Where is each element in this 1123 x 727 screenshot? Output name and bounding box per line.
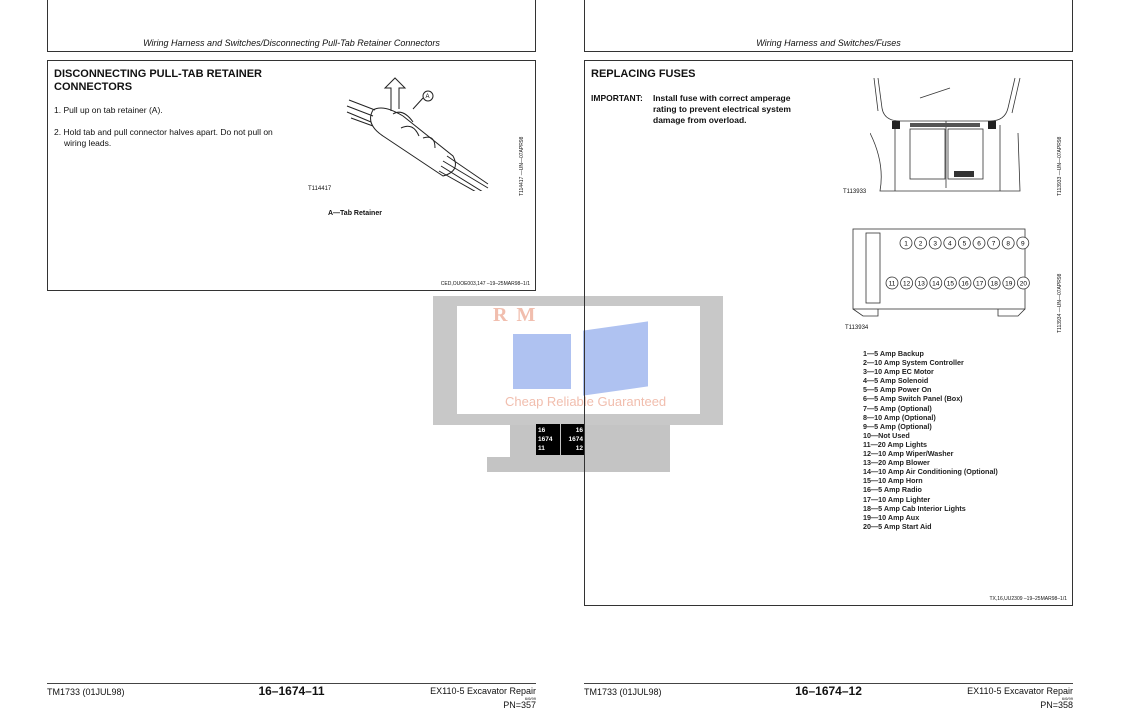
left-footer-page: 16–1674–11 [258, 684, 325, 698]
left-content-box: DISCONNECTING PULL-TAB RETAINER CONNECTO… [47, 60, 536, 291]
fuse-list-item: 14—10 Amp Air Conditioning (Optional) [863, 467, 998, 477]
fuse-list-item: 5—5 Amp Power On [863, 385, 932, 395]
fuse-slot [972, 236, 986, 250]
fuse-slot [885, 276, 899, 290]
watermark-monitor: R M Cheap Reliable Guaranteed [433, 296, 723, 425]
fuse-list-item: 17—10 Amp Lighter [863, 494, 931, 504]
right-page-header: Wiring Harness and Switches/Fuses [584, 0, 1073, 52]
fuse-number: 15 [947, 281, 955, 288]
fuse-slot [1001, 236, 1015, 250]
fuse-slot [1016, 276, 1030, 290]
figure2-side-label: T113934 —UN—07APR98 [1057, 273, 1063, 333]
fuse-list-item: 4—5 Amp Solenoid [863, 376, 929, 386]
fuse-list-item: 7—5 Amp (Optional) [863, 403, 932, 413]
document-icon [583, 321, 648, 396]
fuse-slot [987, 276, 1001, 290]
figure1-id: T113933 [843, 189, 867, 195]
fuse-number: 13 [918, 281, 926, 288]
left-header-text: Wiring Harness and Switches/Disconnectin… [143, 38, 440, 48]
fuse-list-item: 19—10 Amp Aux [863, 512, 920, 522]
fuse-number: 11 [889, 281, 896, 288]
figure2-id: T113934 [845, 325, 869, 331]
left-footer-manual: TM1733 (01JUL98) [47, 687, 125, 697]
fuse-slot [900, 276, 913, 290]
fuse-slot [944, 276, 957, 290]
fuse-number: 4 [948, 241, 952, 248]
fuse-list-item: 2—10 Amp System Controller [863, 358, 964, 368]
fuse-list-item: 3—10 Amp EC Motor [863, 367, 934, 377]
fuse-list-item: 11—20 Amp Lights [863, 439, 928, 449]
fuse-slot [973, 276, 987, 290]
fuse-slot [943, 236, 957, 250]
left-doc-ref: CED,OUOE003,147 –19–25MAR98–1/1 [440, 281, 530, 287]
fuse-number: 12 [903, 281, 911, 288]
fuse-list-item: 10—Not Used [863, 430, 910, 440]
right-footer-page: 16–1674–12 [795, 684, 862, 698]
fuse-slot [914, 236, 927, 250]
fuse-number: 7 [992, 241, 996, 248]
right-doc-ref: TX,16,UU2309 –19–25MAR98–1/1 [989, 596, 1067, 602]
fuse-list-item: 12—10 Amp Wiper/Washer [863, 449, 954, 459]
fuse-slot [958, 276, 972, 290]
fuse-list-item: 1—5 Amp Backup [863, 349, 924, 358]
fuse-slot [1016, 236, 1030, 250]
fuse-number: 5 [963, 241, 967, 248]
fuse-number: 9 [1021, 241, 1025, 248]
right-footer-manual: TM1733 (01JUL98) [584, 687, 662, 697]
right-footer: TM1733 (01JUL98) 16–1674–12 EX110-5 Exca… [584, 683, 1073, 713]
important-label: IMPORTANT: [591, 93, 643, 103]
fuse-list-item: 15—10 Amp Horn [863, 476, 923, 486]
fuse-number: 18 [991, 281, 999, 288]
fuse-number: 17 [976, 281, 984, 288]
left-legend: A—Tab Retainer [328, 210, 382, 217]
fuse-number: 6 [977, 241, 981, 248]
fuse-list-item: 18—5 Amp Cab Interior Lights [863, 503, 966, 513]
left-figure-side-label: T114417 —UN—07APR98 [519, 136, 525, 196]
left-footer: TM1733 (01JUL98) 16–1674–11 EX110-5 Exca… [47, 683, 536, 713]
fuse-slot [958, 236, 971, 250]
watermark-logo-letters: R M [493, 304, 538, 326]
fuse-slot [928, 236, 942, 250]
wrench-icon [513, 334, 571, 389]
fuse-location-illustration [870, 77, 1021, 192]
fuse-list-item: 16—5 Amp Radio [863, 485, 922, 495]
right-page-title: REPLACING FUSES [591, 68, 696, 80]
left-figure-id: T114417 [308, 186, 332, 192]
fuse-slot [1002, 276, 1016, 290]
fuse-number: 14 [932, 281, 940, 288]
fuse-list-item: 8—10 Amp (Optional) [863, 412, 936, 422]
callout-a: A [426, 94, 430, 100]
fuse-number: 8 [1006, 241, 1010, 248]
fuse-number: 3 [933, 241, 937, 248]
fuse-slot [987, 236, 1001, 250]
watermark-tagline: Cheap Reliable Guaranteed [505, 394, 667, 409]
fuse-number: 2 [919, 241, 923, 248]
fuse-number: 1 [904, 241, 908, 248]
fuse-slot [929, 276, 943, 290]
fuse-list-item: 6—5 Amp Switch Panel (Box) [863, 394, 963, 404]
figure1-side-label: T113933 —UN—07APR98 [1057, 136, 1063, 196]
connector-illustration: A [346, 77, 489, 191]
left-page-header: Wiring Harness and Switches/Disconnectin… [47, 0, 536, 52]
fuse-number: 20 [1020, 281, 1028, 288]
right-content-box: REPLACING FUSES IMPORTANT: Install fuse … [584, 60, 1073, 606]
fuse-slot [914, 276, 928, 290]
fuse-number: 19 [1005, 281, 1013, 288]
step-1: 1. Pull up on tab retainer (A). [54, 105, 163, 115]
step-2: 2. Hold tab and pull connector halves ap… [54, 127, 273, 148]
left-page-title: DISCONNECTING PULL-TAB RETAINER CONNECTO… [54, 68, 262, 93]
fuse-number: 16 [961, 281, 969, 288]
important-text: Install fuse with correct amperage ratin… [653, 93, 791, 125]
fuse-slot [899, 236, 913, 250]
fuse-list-item: 9—5 Amp (Optional) [863, 421, 932, 431]
right-header-text: Wiring Harness and Switches/Fuses [756, 38, 901, 48]
fuse-list-item: 20—5 Amp Start Aid [863, 521, 932, 531]
fuse-list-item: 13—20 Amp Blower [863, 458, 930, 468]
